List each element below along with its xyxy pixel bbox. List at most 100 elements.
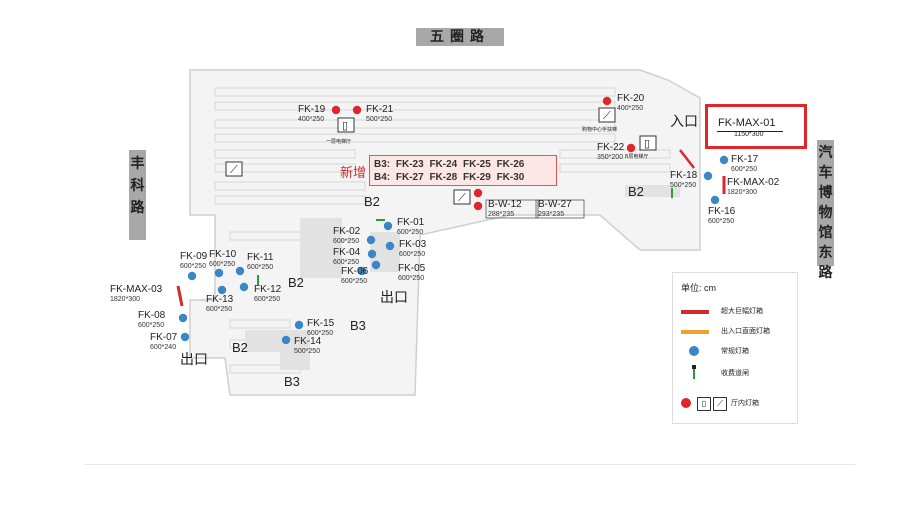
label-code-fk-22: FK-22	[597, 142, 625, 153]
marker-fk-15	[294, 320, 304, 330]
elevator-icon: ▯	[697, 397, 711, 411]
marker-fk-19	[331, 105, 341, 115]
road-right: 汽车博物馆东路	[817, 140, 834, 281]
toll-gates	[257, 188, 673, 285]
label-size-fk-18: 500*250	[670, 182, 696, 189]
label-size-fk-08: 600*250	[138, 322, 164, 329]
label-code-b-w-12: B-W-12	[488, 199, 522, 210]
legend-text-gate: 收费道闸	[721, 370, 749, 377]
new-block-tag: 新增	[340, 166, 367, 181]
label-size-fk-21: 500*250	[366, 116, 392, 123]
entrance-arrow	[679, 149, 695, 169]
new-block-row-b3: B3: FK-23 FK-24 FK-25 FK-26	[374, 159, 525, 170]
legend-text-hall: 厅内灯箱	[731, 400, 759, 407]
label-code-fk-20: FK-20	[617, 93, 645, 104]
marker-fk-07	[180, 332, 190, 342]
b2-label-left: B2	[232, 340, 248, 355]
label-size-fk-22: 350*200	[597, 154, 623, 161]
label-size-fk-02: 600*250	[333, 238, 359, 245]
escalator-icon	[453, 189, 471, 205]
marker-fk-18	[703, 171, 713, 181]
escalator-icon-glyph: ⟋	[603, 110, 611, 122]
marker-fk-06	[357, 266, 367, 276]
label-code-fk-02: FK-02	[333, 226, 361, 237]
label-code-fk-04: FK-04	[333, 247, 361, 258]
road-left: 丰科路	[129, 150, 146, 240]
entrance-label: 入口	[670, 113, 698, 129]
label-size-fk-07: 600*240	[150, 344, 176, 351]
label-size-fk-10: 600*250	[209, 261, 235, 268]
escalator-note-label: 购物中心手扶梯	[582, 126, 617, 133]
marker-fk-20	[602, 96, 612, 106]
marker-fk-11	[235, 266, 245, 276]
label-code-fk-max-03: FK-MAX-03	[110, 284, 163, 295]
elevator-icon	[639, 135, 657, 151]
label-code-fk-max-02: FK-MAX-02	[727, 177, 780, 188]
label-code-fk-14: FK-14	[294, 336, 322, 347]
max-sign-bar	[176, 285, 184, 307]
escalator-icon-glyph: ⟋	[458, 192, 466, 204]
label-code-fk-12: FK-12	[254, 284, 282, 295]
marker-fk-09	[187, 271, 197, 281]
legend-orange-bar	[681, 330, 709, 334]
label-size-fk-20: 400*250	[617, 105, 643, 112]
legend-blue-dot	[689, 346, 699, 356]
legend-text-max: 超大巨幅灯箱	[721, 308, 763, 315]
exit-label-center: 出口	[380, 289, 408, 305]
marker-fk-12	[239, 282, 249, 292]
label-code-fk-10: FK-10	[209, 249, 237, 260]
markers-layer: ▯▯⟋⟋⟋	[176, 96, 729, 345]
exit-label-left: 出口	[180, 351, 208, 367]
escalator-icon-glyph: ⟋	[230, 164, 238, 176]
label-code-fk-18: FK-18	[670, 170, 698, 181]
label-size-fk-06: 600*250	[341, 278, 367, 285]
legend-red-dot	[681, 398, 691, 408]
label-code-fk-15: FK-15	[307, 318, 335, 329]
label-code-b-w-27: B-W-27	[538, 199, 572, 210]
label-size-fk-01: 600*250	[397, 229, 423, 236]
b2-label-mid: B2	[288, 275, 304, 290]
marker-fk-10	[214, 268, 224, 278]
bottom-divider	[85, 464, 855, 465]
label-code-fk-19: FK-19	[298, 104, 326, 115]
escalator-icon	[225, 161, 243, 177]
label-size-fk-09: 600*250	[180, 263, 206, 270]
label-code-fk-08: FK-08	[138, 310, 166, 321]
new-block-box	[369, 155, 557, 186]
legend-item-max: 超大巨幅灯箱	[681, 305, 795, 319]
elevator-hall-2-label: B层电梯厅	[625, 153, 648, 160]
marker-fk-05	[371, 260, 381, 270]
bw-label-box	[535, 199, 585, 219]
label-size-fk-15: 600*250	[307, 330, 333, 337]
label-code-fk-11: FK-11	[247, 252, 274, 263]
highlight-code: FK-MAX-01	[718, 117, 776, 129]
label-size-fk-03: 600*250	[399, 251, 425, 258]
marker-fk-08	[178, 313, 188, 323]
label-code-fk-16: FK-16	[708, 206, 736, 217]
marker-fk-03	[385, 241, 395, 251]
gate-icon	[692, 365, 696, 379]
legend-text-regular: 常规灯箱	[721, 348, 749, 355]
elevator-icon	[337, 117, 355, 133]
b3-label-mid: B3	[350, 318, 366, 333]
label-code-fk-07: FK-07	[150, 332, 178, 343]
label-size-fk-14: 500*250	[294, 348, 320, 355]
legend-text-entrance: 出入口直面灯箱	[721, 328, 770, 335]
legend-item-entrance: 出入口直面灯箱	[681, 325, 795, 339]
label-code-fk-17: FK-17	[731, 154, 759, 165]
elevator-icon-glyph: ▯	[342, 120, 348, 132]
label-code-fk-06: FK-06	[341, 266, 369, 277]
legend-title: 单位: cm	[681, 283, 716, 293]
marker-fk-14	[281, 335, 291, 345]
building-outline	[189, 69, 701, 396]
legend-item-hall: ▯ ⟋ 厅内灯箱	[681, 397, 795, 411]
label-code-fk-03: FK-03	[399, 239, 427, 250]
highlight-underline	[717, 131, 783, 132]
label-size-fk-11: 600*250	[247, 264, 273, 271]
b3-label-bottom: B3	[284, 374, 300, 389]
label-size-b-w-27: 293*235	[538, 211, 564, 218]
new-block-row-b4: B4: FK-27 FK-28 FK-29 FK-30	[374, 172, 525, 183]
label-size-fk-13: 600*250	[206, 306, 232, 313]
elevator-hall-label: 一层电梯厅	[326, 138, 351, 145]
label-code-fk-21: FK-21	[366, 104, 394, 115]
